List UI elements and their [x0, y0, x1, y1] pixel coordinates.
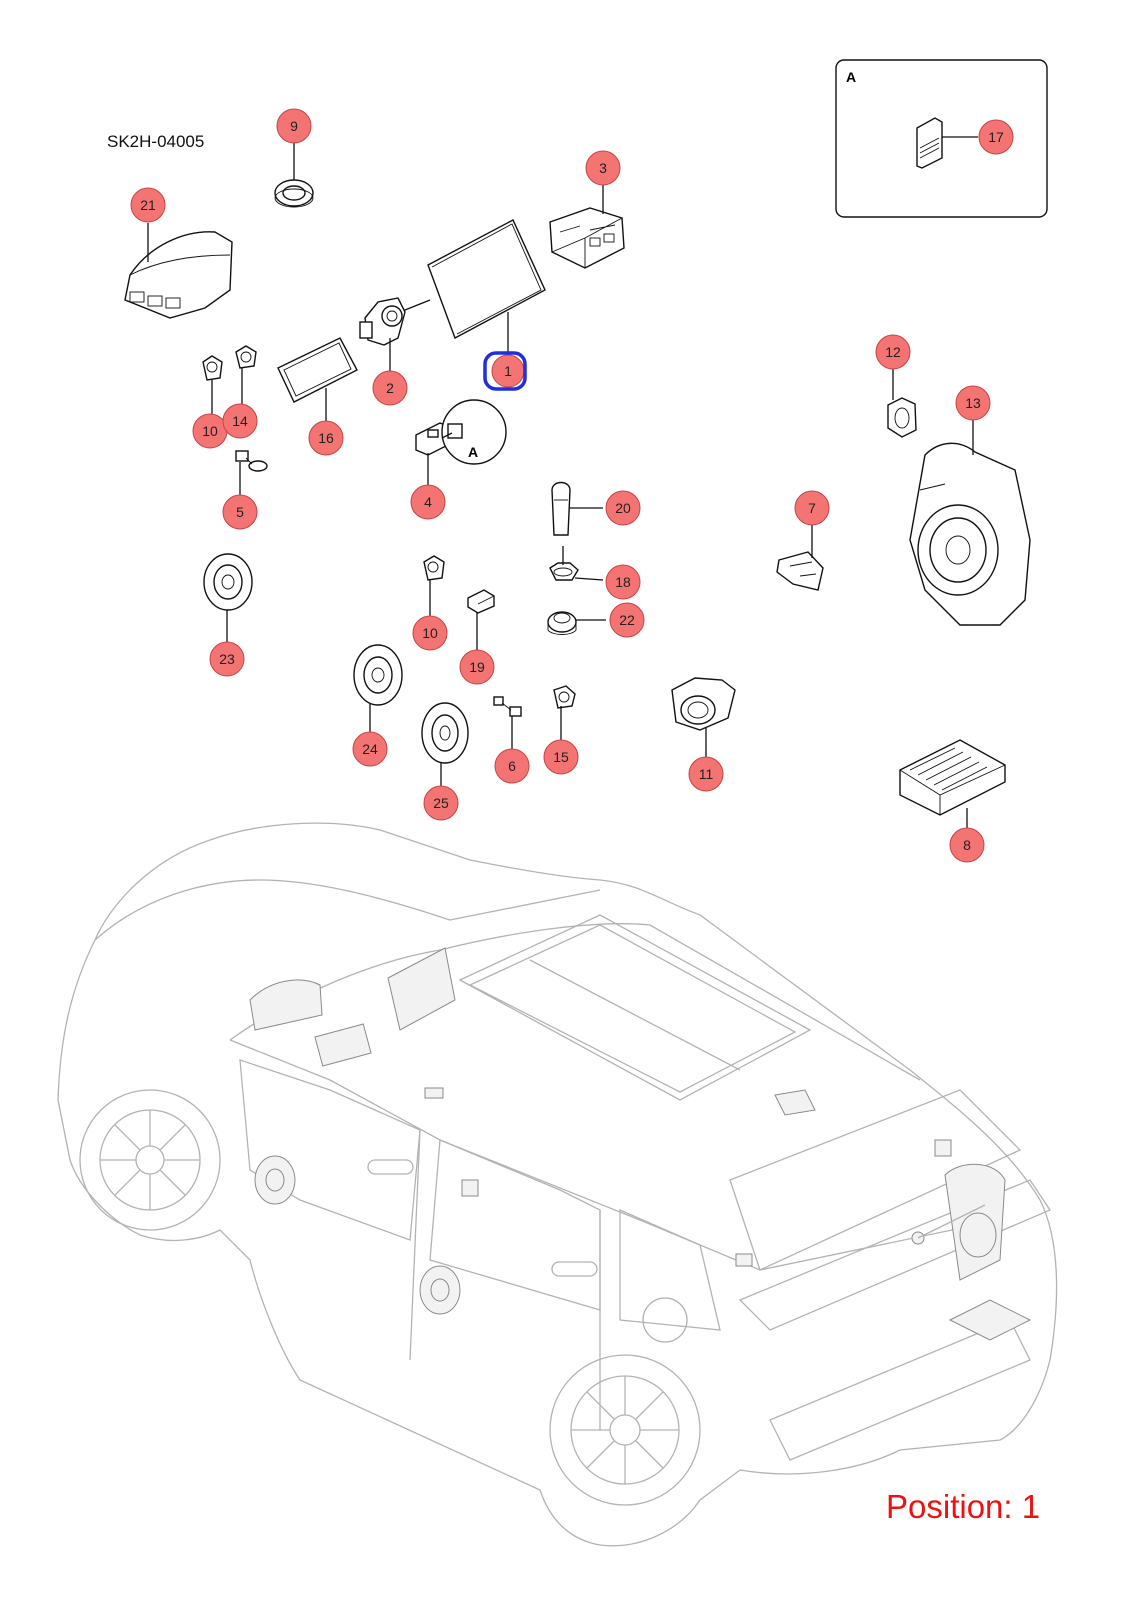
callout-19[interactable]: 19 — [459, 649, 495, 685]
shift-knob-part[interactable] — [551, 481, 603, 536]
callout-label: 1 — [504, 363, 512, 379]
detail-view-a: A — [835, 59, 1048, 218]
callout-9[interactable]: 9 — [276, 108, 312, 144]
callout-label: 8 — [963, 837, 971, 853]
vehicle-outline — [57, 822, 1058, 1547]
door-speaker-part-c[interactable] — [421, 702, 469, 787]
detail-view-letter: A — [846, 69, 856, 85]
display-mount-part[interactable] — [359, 297, 406, 374]
callout-20[interactable]: 20 — [605, 490, 641, 526]
sensor-part[interactable] — [235, 450, 268, 498]
callout-label: 6 — [508, 758, 516, 774]
callout-16[interactable]: 16 — [308, 420, 344, 456]
callout-12[interactable]: 12 — [875, 334, 911, 370]
callout-label: 24 — [362, 741, 378, 757]
callout-3[interactable]: 3 — [585, 150, 621, 186]
callout-15[interactable]: 15 — [543, 739, 579, 775]
detail-ref-letter: A — [468, 444, 478, 460]
callout-11[interactable]: 11 — [688, 756, 724, 792]
callout-label: 9 — [290, 118, 298, 134]
callout-2[interactable]: 2 — [372, 370, 408, 406]
small-speaker-part-b[interactable] — [235, 345, 257, 405]
tweeter-part[interactable] — [274, 142, 314, 208]
connector-part[interactable] — [467, 589, 495, 650]
connector-module-part[interactable]: A — [415, 399, 507, 488]
callout-label: 19 — [469, 659, 485, 675]
callout-10[interactable]: 10 — [412, 615, 448, 651]
rotary-knob-part[interactable] — [547, 611, 606, 635]
sensor-part-2[interactable] — [493, 696, 522, 750]
callout-21[interactable]: 21 — [130, 187, 166, 223]
callout-23[interactable]: 23 — [209, 641, 245, 677]
audio-control-unit-part[interactable] — [124, 223, 233, 319]
head-unit-part[interactable] — [549, 185, 625, 269]
callout-label: 25 — [433, 795, 449, 811]
callout-18[interactable]: 18 — [605, 564, 641, 600]
callout-label: 18 — [615, 574, 631, 590]
callout-label: 4 — [424, 494, 432, 510]
callout-24[interactable]: 24 — [352, 731, 388, 767]
memory-card-part[interactable] — [916, 117, 978, 169]
door-speaker-part-a[interactable] — [203, 553, 253, 642]
callout-label: 2 — [386, 380, 394, 396]
subwoofer-part[interactable] — [909, 420, 1031, 626]
callout-14[interactable]: 14 — [222, 403, 258, 439]
small-speaker-part-c[interactable] — [423, 555, 445, 618]
callout-label: 10 — [422, 625, 438, 641]
callout-1[interactable]: 1 — [483, 351, 527, 391]
callout-label: 5 — [236, 504, 244, 520]
secondary-display-part[interactable] — [277, 337, 358, 422]
small-speaker-part-e[interactable] — [553, 685, 576, 740]
bracket-part[interactable] — [776, 525, 824, 591]
callout-label: 11 — [699, 766, 714, 782]
callout-25[interactable]: 25 — [423, 785, 459, 821]
callout-label: 21 — [140, 197, 156, 213]
small-speaker-part-d[interactable] — [887, 368, 917, 438]
callout-13[interactable]: 13 — [955, 385, 991, 421]
callout-4[interactable]: 4 — [410, 484, 446, 520]
callout-label: 15 — [553, 749, 569, 765]
position-label: Position: 1 — [886, 1488, 1041, 1525]
callout-label: 16 — [318, 430, 334, 446]
callout-7[interactable]: 7 — [794, 490, 830, 526]
callout-label: 14 — [232, 413, 248, 429]
callout-8[interactable]: 8 — [949, 827, 985, 863]
callout-label: 17 — [988, 129, 1004, 145]
small-speaker-part-a[interactable] — [202, 355, 223, 415]
speaker-frame-part[interactable] — [671, 677, 736, 758]
callout-label: 23 — [219, 651, 235, 667]
callout-label: 7 — [808, 500, 816, 516]
callout-17[interactable]: 17 — [978, 119, 1014, 155]
callout-label: 13 — [965, 395, 981, 411]
door-speaker-part-b[interactable] — [353, 644, 403, 733]
display-panel-part[interactable] — [399, 219, 546, 358]
callout-5[interactable]: 5 — [222, 494, 258, 530]
amplifier-part[interactable] — [899, 739, 1006, 832]
callout-6[interactable]: 6 — [494, 748, 530, 784]
callout-10[interactable]: 10 — [192, 413, 228, 449]
document-id: SK2H-04005 — [107, 132, 205, 151]
callout-label: 10 — [202, 423, 218, 439]
callout-22[interactable]: 22 — [609, 602, 645, 638]
control-knob-part[interactable] — [549, 546, 604, 581]
callout-label: 22 — [619, 612, 635, 628]
callout-label: 12 — [885, 344, 901, 360]
callout-label: 20 — [615, 500, 631, 516]
callout-label: 3 — [599, 160, 607, 176]
